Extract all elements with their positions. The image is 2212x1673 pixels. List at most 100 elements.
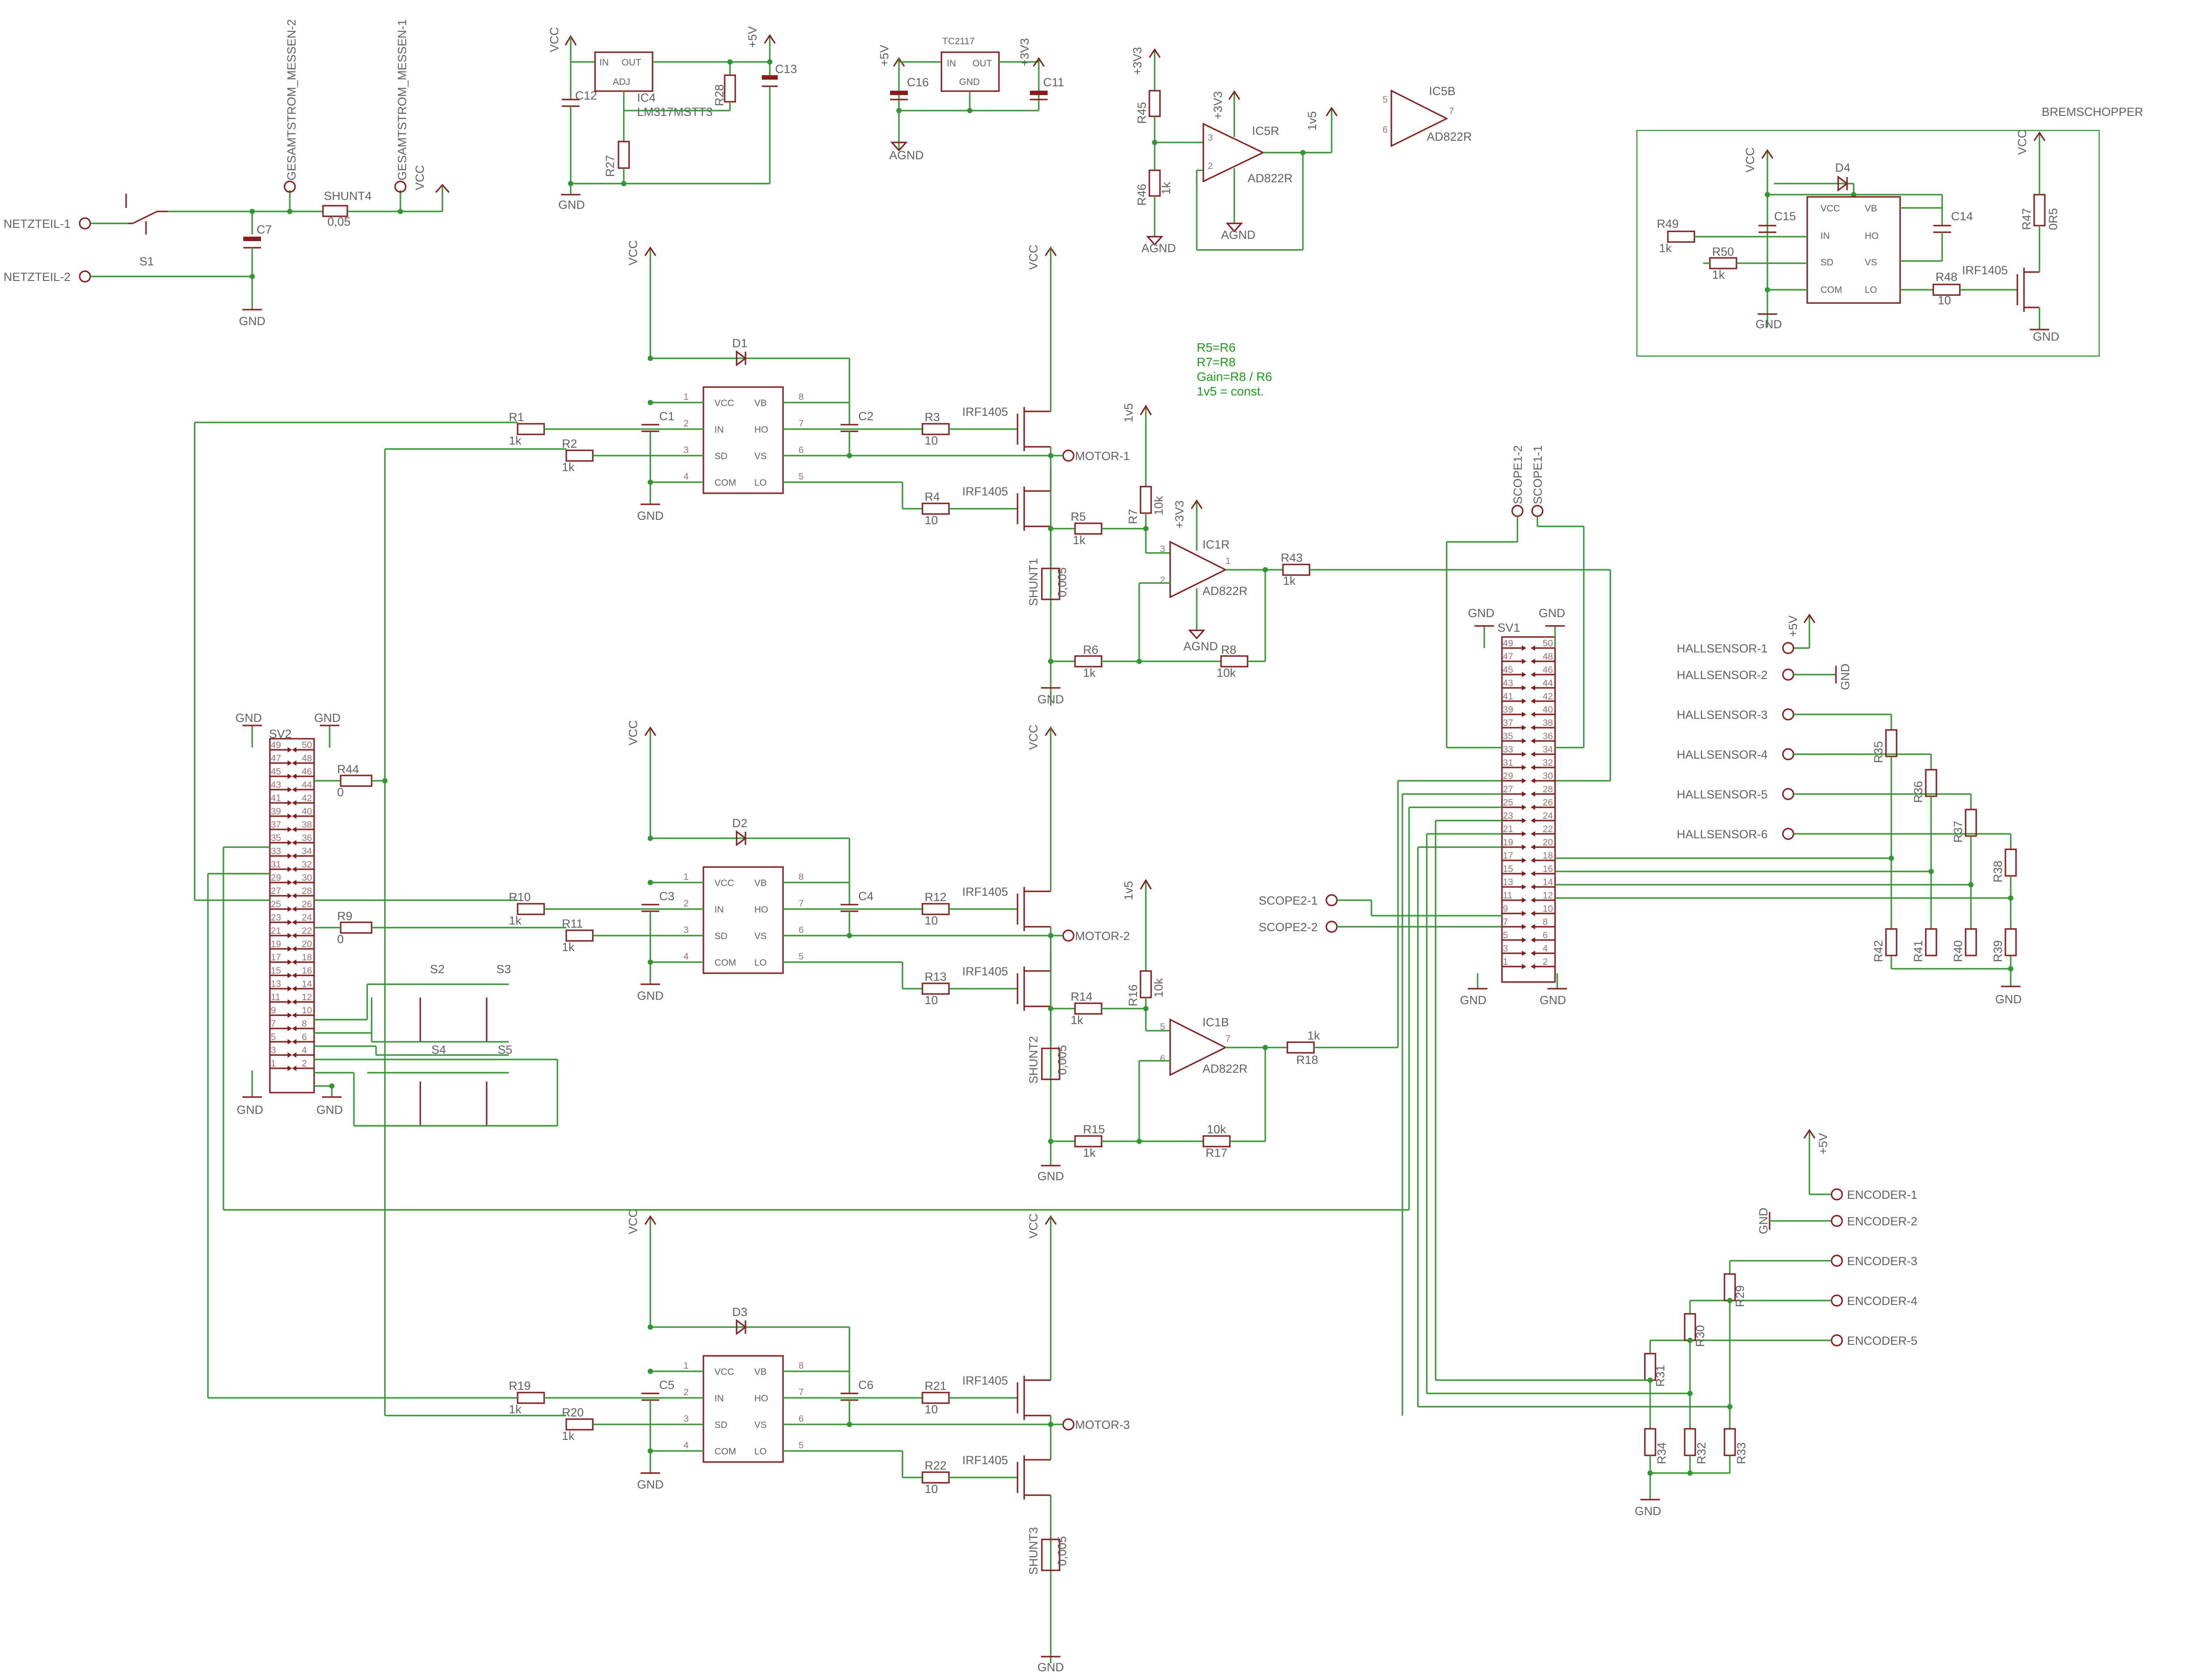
- svg-text:1k: 1k: [1073, 533, 1086, 547]
- pin-number: 34: [1543, 744, 1553, 755]
- d4-label: D4: [1835, 161, 1851, 174]
- encoder1-terminal[interactable]: [1831, 1188, 1843, 1201]
- pin-number: 49: [271, 740, 281, 750]
- pin-number: 10: [302, 1005, 312, 1016]
- svg-text:8: 8: [799, 872, 804, 882]
- gesamtstrom2-terminal[interactable]: [284, 180, 296, 193]
- vcc-label-brems: VCC: [1743, 147, 1757, 173]
- pin-number: 28: [1543, 784, 1553, 794]
- pin-number: 7: [1503, 917, 1508, 927]
- svg-text:1k: 1k: [562, 1429, 575, 1443]
- netzteil2-terminal[interactable]: [79, 270, 91, 283]
- pin-number: 47: [1503, 652, 1513, 662]
- pin-number: 8: [1543, 917, 1548, 927]
- gnd-label-driver3: GND: [637, 1478, 664, 1491]
- svg-text:1k: 1k: [1071, 1013, 1083, 1027]
- svg-text:VS: VS: [754, 931, 767, 941]
- v3v3-label-ic1: +3V3: [1173, 500, 1186, 529]
- hall4-terminal[interactable]: [1782, 748, 1794, 760]
- motor2-terminal[interactable]: [1062, 929, 1075, 942]
- r21-label: R21: [925, 1379, 947, 1393]
- svg-text:1: 1: [684, 392, 689, 402]
- r27-label: R27: [603, 155, 617, 177]
- svg-text:IN: IN: [714, 1393, 724, 1404]
- hall2-terminal[interactable]: [1782, 668, 1794, 681]
- r44-label: R44: [337, 763, 359, 776]
- scope1-1-terminal[interactable]: [1531, 505, 1544, 517]
- resistor-r44: [340, 775, 373, 787]
- resistor-r3: [922, 423, 950, 435]
- encoder3-terminal[interactable]: [1831, 1255, 1843, 1267]
- hall1-terminal[interactable]: [1782, 642, 1794, 654]
- r16-label: R16: [1126, 984, 1140, 1006]
- pin-number: 20: [1543, 837, 1553, 848]
- svg-text:1k: 1k: [509, 434, 522, 447]
- shunt3-resistor: [1041, 1539, 1060, 1571]
- pin-number: 45: [271, 767, 281, 777]
- svg-text:VB: VB: [754, 878, 767, 888]
- resistor-r17: [1202, 1135, 1231, 1147]
- pin-number: 11: [271, 992, 280, 1002]
- svg-text:HO: HO: [1865, 231, 1879, 241]
- c12-label: C12: [575, 89, 597, 102]
- svg-text:OUT: OUT: [972, 58, 992, 69]
- netzteil1-terminal[interactable]: [79, 217, 91, 230]
- resistor-r13: [922, 982, 950, 995]
- svg-text:COM: COM: [714, 1447, 736, 1457]
- irf1405-label: IRF1405: [962, 965, 1008, 978]
- r2-label: R2: [562, 437, 577, 450]
- hall6-terminal[interactable]: [1782, 828, 1794, 840]
- motor1-terminal[interactable]: [1062, 449, 1075, 462]
- svg-text:1k: 1k: [509, 914, 522, 927]
- vcc-label-top: VCC: [413, 165, 426, 190]
- gnd-label-shunt3: GND: [1037, 1661, 1064, 1673]
- hall5-terminal[interactable]: [1782, 788, 1794, 800]
- r36-label: R36: [1912, 781, 1925, 803]
- resistor-r12: [922, 903, 950, 915]
- scope1-2-terminal[interactable]: [1511, 505, 1524, 517]
- design-notes: R5=R6 R7=R8 Gain=R8 / R6 1v5 = const.: [1197, 341, 1272, 398]
- r5-label: R5: [1071, 510, 1086, 523]
- encoder2-terminal[interactable]: [1831, 1215, 1843, 1227]
- r30-label: R30: [1694, 1325, 1707, 1347]
- scope2-1-terminal[interactable]: [1325, 894, 1338, 906]
- svg-text:7: 7: [1449, 106, 1454, 116]
- gesamtstrom1-terminal[interactable]: [394, 180, 407, 193]
- svg-text:1k: 1k: [1659, 242, 1672, 255]
- encoder5-terminal[interactable]: [1831, 1334, 1843, 1347]
- svg-text:TC2117: TC2117: [942, 36, 975, 46]
- pin-number: 17: [1503, 851, 1513, 861]
- svg-text:GND: GND: [1839, 664, 1852, 690]
- resistor-r35: [1885, 729, 1897, 757]
- hall3-terminal[interactable]: [1782, 708, 1794, 721]
- r4-label: R4: [925, 490, 940, 503]
- scope2-2-terminal[interactable]: [1325, 921, 1338, 933]
- svg-text:GND: GND: [1635, 1504, 1661, 1518]
- motor3-terminal[interactable]: [1062, 1418, 1075, 1431]
- resistor-r43: [1282, 564, 1310, 576]
- pin-number: 40: [1543, 705, 1553, 715]
- r46-value: 1k: [1160, 182, 1173, 195]
- svg-text:5: 5: [1382, 95, 1388, 105]
- r17-label: R17: [1206, 1146, 1228, 1159]
- pin-number: 26: [302, 899, 312, 909]
- pin-number: 33: [271, 846, 281, 856]
- svg-text:6: 6: [1382, 125, 1388, 135]
- pin-number: 12: [302, 992, 312, 1002]
- pin-number: 33: [1503, 744, 1513, 755]
- pin-number: 3: [1503, 944, 1508, 954]
- scope1-wiring: SCOPE1-2 SCOPE1-1: [1446, 445, 1585, 748]
- v5-label-ic4: +5V: [746, 26, 759, 48]
- pin-number: 26: [1543, 798, 1553, 808]
- c1-label: C1: [659, 410, 675, 423]
- svg-text:0,005: 0,005: [1056, 1045, 1069, 1075]
- encoder2-label: ENCODER-2: [1847, 1215, 1917, 1228]
- vcc-label-stage2: VCC: [626, 720, 640, 745]
- svg-text:6: 6: [799, 1414, 804, 1424]
- d3-label: D3: [732, 1305, 748, 1319]
- r7-label: R7: [1126, 509, 1140, 524]
- vcc-label-ic4: VCC: [548, 27, 561, 52]
- pin-number: 12: [1543, 890, 1553, 901]
- encoder4-terminal[interactable]: [1831, 1294, 1843, 1307]
- pin-number: 27: [271, 886, 281, 896]
